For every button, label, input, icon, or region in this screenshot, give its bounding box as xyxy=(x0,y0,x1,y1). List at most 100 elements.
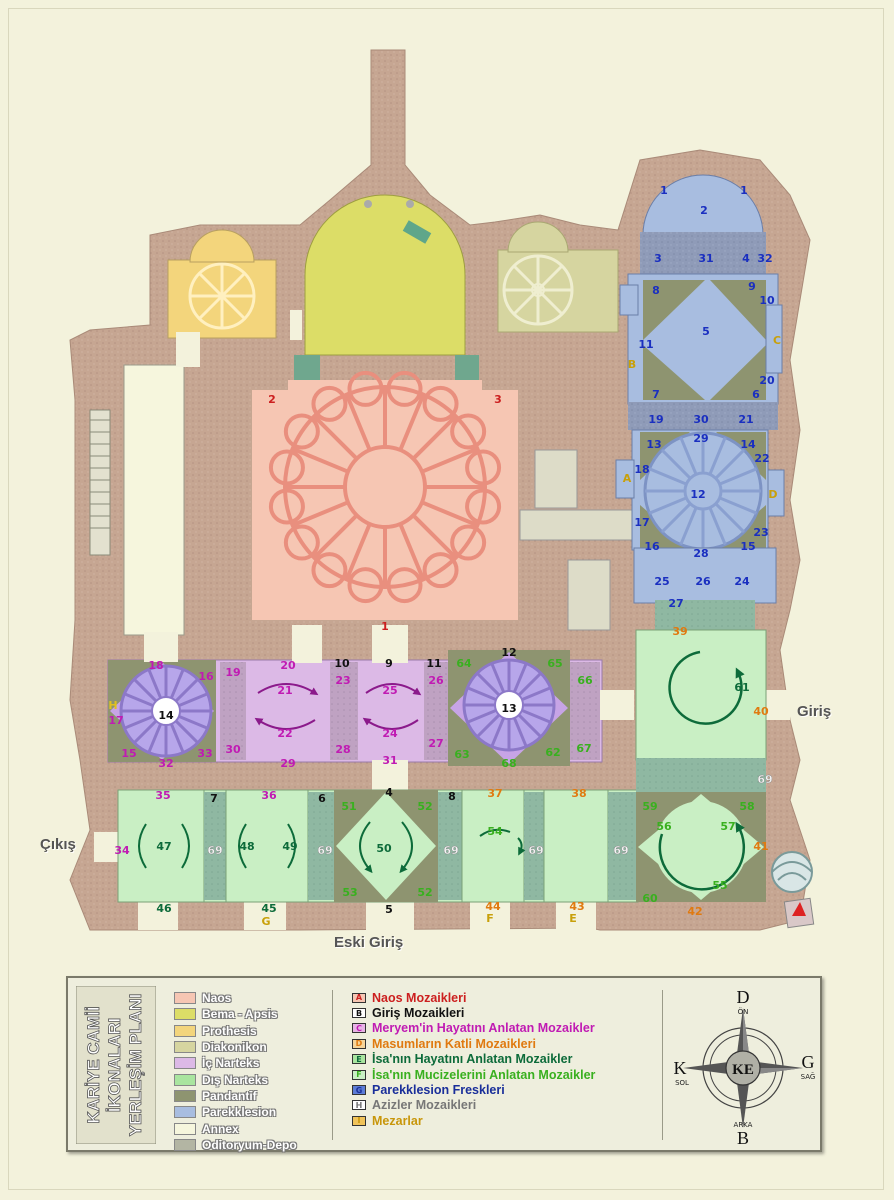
label-t-C: C xyxy=(773,334,781,347)
area-legend-item: Dış Narteks xyxy=(174,1071,297,1087)
label-p-27: 27 xyxy=(668,597,683,610)
side-room-2 xyxy=(519,509,636,541)
label-mc-56: 56 xyxy=(656,820,672,833)
label-p-12: 12 xyxy=(690,488,705,501)
label-p-24: 24 xyxy=(734,575,750,588)
label-p-6: 6 xyxy=(752,388,760,401)
entrance-label: Giriş xyxy=(797,703,832,720)
label-mc-67: 67 xyxy=(576,742,591,755)
mosaic-legend-item: F İsa'nın Mucizelerini Anlatan Mozaikler xyxy=(352,1067,595,1082)
label-k-43: 43 xyxy=(569,900,584,913)
svg-text:K: K xyxy=(674,1058,687,1078)
label-mc-66: 66 xyxy=(577,674,593,687)
mosaic-legend-item: I Mezarlar xyxy=(352,1113,595,1128)
svg-text:B: B xyxy=(737,1128,749,1148)
label-g-69d: 69 xyxy=(528,844,543,857)
mosaic-label: Meryem'in Hayatını Anlatan Mozaikler xyxy=(372,1021,595,1036)
label-t-B: B xyxy=(628,358,636,371)
label-mc-65: 65 xyxy=(547,657,562,670)
label-e-9: 9 xyxy=(385,657,393,670)
label-g-69b: 69 xyxy=(317,844,332,857)
label-naos-3: 3 xyxy=(494,393,502,406)
area-swatch xyxy=(174,1024,196,1037)
label-k-42: 42 xyxy=(687,905,702,918)
label-p-15: 15 xyxy=(740,540,755,553)
label-p-23: 23 xyxy=(753,526,768,539)
area-legend-item: Diakonikon xyxy=(174,1039,297,1055)
svg-text:ÖN: ÖN xyxy=(738,1007,749,1016)
label-k-40: 40 xyxy=(753,705,769,718)
label-m-30: 30 xyxy=(225,743,241,756)
label-mc-55: 55 xyxy=(712,879,727,892)
area-swatch xyxy=(174,1122,196,1135)
label-e-11: 11 xyxy=(426,657,441,670)
label-m-36: 36 xyxy=(261,789,277,802)
mosaic-key: I xyxy=(352,1115,366,1126)
svg-text:KARİYE CAMİİ: KARİYE CAMİİ xyxy=(84,1006,103,1123)
label-p-8: 8 xyxy=(652,284,660,297)
label-m-27: 27 xyxy=(428,737,443,750)
label-mc-52b: 52 xyxy=(417,886,432,899)
label-g-69f: 69 xyxy=(757,773,772,786)
label-m-15: 15 xyxy=(121,747,136,760)
legend-title: KARİYE CAMİİ İKONALARI YERLEŞİM PLANI xyxy=(76,986,156,1144)
label-mc-57: 57 xyxy=(720,820,735,833)
area-swatch xyxy=(174,1041,196,1054)
tomb-marker-icon xyxy=(783,897,815,929)
label-m-16: 16 xyxy=(198,670,214,683)
mosaic-label: İsa'nın Hayatını Anlatan Mozaikler xyxy=(372,1052,573,1067)
label-m-18: 18 xyxy=(148,659,163,672)
area-legend-item: Oditoryum-Depo xyxy=(174,1137,297,1153)
mosaic-label: Parekklesion Freskleri xyxy=(372,1083,505,1098)
label-p-31: 31 xyxy=(698,252,713,265)
label-e-10: 10 xyxy=(334,657,350,670)
label-p-30: 30 xyxy=(693,413,709,426)
label-k-44: 44 xyxy=(485,900,501,913)
label-g-69c: 69 xyxy=(443,844,458,857)
svg-text:ARKA: ARKA xyxy=(734,1121,753,1129)
label-h-13: 13 xyxy=(501,702,516,715)
label-mc-53: 53 xyxy=(342,886,357,899)
label-p-10: 10 xyxy=(759,294,775,307)
label-m-24: 24 xyxy=(382,727,398,740)
label-mc-63: 63 xyxy=(454,748,469,761)
mosaic-label: İsa'nın Mucizelerini Anlatan Mozaikler xyxy=(372,1067,596,1082)
mosaic-key: C xyxy=(352,1023,366,1034)
diakonikon xyxy=(497,221,619,333)
mosaic-label: Giriş Mozaikleri xyxy=(372,1006,465,1021)
label-mc-52a: 52 xyxy=(417,800,432,813)
area-legend-item: Bema - Apsis xyxy=(174,1006,297,1022)
label-p-4: 4 xyxy=(742,252,750,265)
area-swatch xyxy=(174,1138,196,1151)
label-m-28: 28 xyxy=(335,743,350,756)
label-m-33: 33 xyxy=(197,747,212,760)
label-mc-54: 54 xyxy=(487,825,503,838)
label-e-6: 6 xyxy=(318,792,326,805)
mosaic-key: E xyxy=(352,1054,366,1065)
label-p-25: 25 xyxy=(654,575,669,588)
label-e-7: 7 xyxy=(210,792,218,805)
label-p-29: 29 xyxy=(693,432,708,445)
map-frame xyxy=(8,8,884,1190)
area-swatch xyxy=(174,1008,196,1021)
prothesis xyxy=(167,229,277,339)
side-room-1 xyxy=(534,449,578,509)
label-p-14: 14 xyxy=(740,438,756,451)
label-p-3: 3 xyxy=(654,252,662,265)
area-swatch xyxy=(174,1073,196,1086)
mosaic-key: D xyxy=(352,1038,366,1049)
area-legend-item: Parekklesion xyxy=(174,1104,297,1120)
label-e-4: 4 xyxy=(385,786,393,799)
area-label: Pandantif xyxy=(202,1088,257,1103)
mosaic-key: F xyxy=(352,1069,366,1080)
label-m-22: 22 xyxy=(277,727,292,740)
mosaic-key: A xyxy=(352,992,366,1003)
label-m-20: 20 xyxy=(280,659,296,672)
label-t-D: D xyxy=(768,488,777,501)
legend-panel: KARİYE CAMİİ İKONALARI YERLEŞİM PLANI Na… xyxy=(66,976,822,1152)
mosaic-label: Mezarlar xyxy=(372,1113,423,1128)
